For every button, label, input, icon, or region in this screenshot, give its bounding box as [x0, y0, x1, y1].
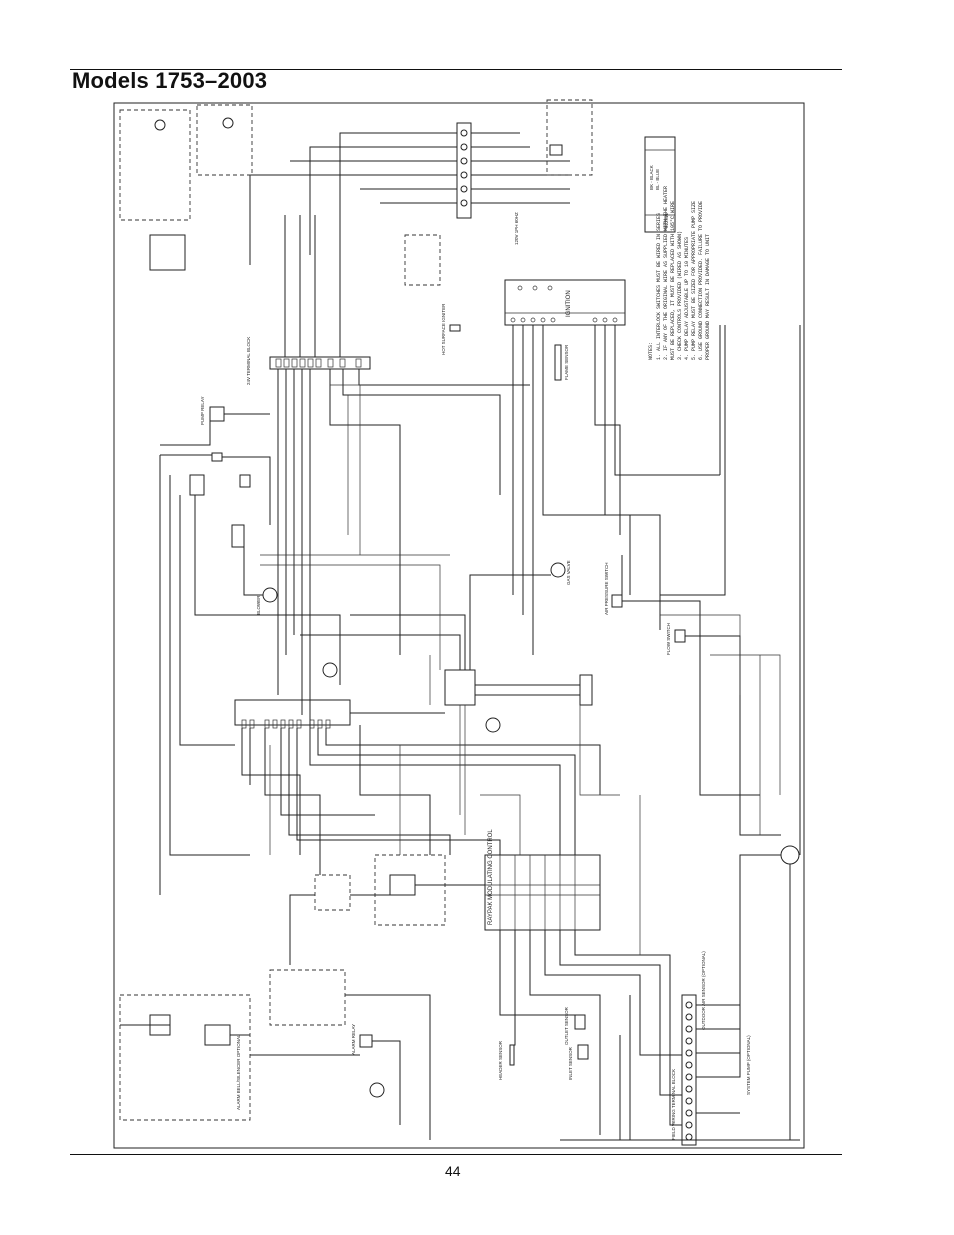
- inlet-sensor: [577, 1044, 589, 1060]
- alarm-bell-label: ALARM BELL/SILENCER OPTIONAL: [236, 1034, 241, 1110]
- modulating-control-label: RAYPAK MODULATING CONTROL: [488, 829, 494, 925]
- optional-box-middle: [374, 854, 446, 926]
- part-number: 012998: [664, 212, 669, 228]
- note-1: 1. ALL INTERLOCK SWITCHES MUST BE WIRED …: [656, 213, 662, 360]
- bottom-rule: [70, 1154, 842, 1155]
- main-control-board: [234, 699, 351, 729]
- ignition-label: IGNITION: [566, 290, 572, 317]
- flow-switch-label: FLOW SWITCH: [666, 623, 671, 655]
- blower-connector: [231, 524, 245, 548]
- header-sensor-label: HEADER SENSOR: [498, 1040, 503, 1080]
- modulating-control: [484, 854, 601, 931]
- note-6: 5. PUMP RELAY MUST BE SIZED FOR APPROPRI…: [691, 201, 697, 360]
- power-terminal-block: [249, 122, 570, 265]
- blower-motor: [262, 587, 278, 603]
- power-in-label: 120V 1PH 60HZ: [514, 212, 519, 245]
- page-title: Models 1753–2003: [72, 68, 268, 93]
- alarm-silencer: [204, 1024, 231, 1046]
- relay-middle: [389, 874, 416, 896]
- small-table: [149, 234, 186, 271]
- legend-line-1: BK - BLACK: [649, 165, 654, 190]
- connector-block: [189, 474, 205, 496]
- transformer-icon: [154, 119, 166, 131]
- fuse: [239, 474, 251, 488]
- central-junction: [444, 669, 476, 706]
- upper-terminal-block: [269, 356, 371, 370]
- alarm-contacts-box: [269, 969, 346, 1026]
- wiring-traces: [120, 215, 801, 1141]
- legend-line-2: BL - BLUE: [655, 169, 660, 190]
- alarm-relay-label: ALARM RELAY: [351, 1024, 356, 1055]
- control-enclosure: [546, 99, 593, 176]
- header-sensor: [509, 1044, 515, 1066]
- note-8: PROPER GROUND MAY RESULT IN DAMAGE TO UN…: [705, 234, 711, 360]
- system-pump-circle: [780, 845, 800, 865]
- flame-sensor: [554, 344, 562, 381]
- gas-valve-label: GAS VALVE: [566, 560, 571, 585]
- note-2: 2. IF ANY OF THE ORIGINAL WIRE AS SUPPLI…: [663, 186, 669, 360]
- field-wiring-label: FIELD WIRING TERMINAL BLOCK: [671, 1069, 676, 1140]
- note-4: 3. CHECK CONTROLS PROVIDED (WIRED AS SHO…: [677, 231, 683, 360]
- hot-surface-igniter: [449, 324, 461, 332]
- terminal-24v-2: [579, 674, 593, 706]
- alarm-bell-circle: [369, 1082, 385, 1098]
- air-pressure-switch: [611, 594, 623, 608]
- alarm-bell-box: [119, 994, 251, 1121]
- ignition-module: [504, 279, 626, 326]
- pump-relay-label: PUMP RELAY: [200, 396, 205, 425]
- page-number: 44: [445, 1163, 461, 1179]
- air-pressure-label: AIR PRESSURE SWITCH: [604, 562, 609, 615]
- top-rule: [70, 69, 842, 70]
- switch-1: [211, 452, 223, 462]
- notes-block: NOTES: 1. ALL INTERLOCK SWITCHES MUST BE…: [648, 186, 711, 360]
- option-box-2: [196, 104, 253, 176]
- option-box-1: [119, 109, 191, 221]
- diagram-frame: [113, 102, 805, 1149]
- blower-label: BLOWER: [256, 595, 261, 615]
- relay-enclosure: [404, 234, 441, 286]
- terminal-block-label: 24V TERMINAL BLOCK: [246, 337, 251, 385]
- flame-sensor-label: FLAME SENSOR: [564, 344, 569, 380]
- inlet-sensor-label: INLET SENSOR: [568, 1046, 573, 1080]
- gas-valve-circle: [550, 562, 566, 578]
- sensor-circle-1: [322, 662, 338, 678]
- pump-relay: [209, 406, 225, 422]
- outlet-sensor-label: OUTLET SENSOR: [564, 1006, 569, 1045]
- revision: A: [664, 214, 669, 217]
- wiring-traces-light: [260, 384, 781, 955]
- optional-relay-box: [314, 874, 351, 911]
- outlet-sensor: [574, 1014, 586, 1030]
- alarm-relay: [359, 1034, 373, 1048]
- notes-heading: NOTES:: [648, 342, 654, 360]
- note-7: 6. USE GROUND CONNECTION PROVIDED. FAILU…: [698, 201, 704, 360]
- transformer-icon-2: [222, 117, 234, 129]
- outdoor-air-label: OUTDOOR AIR SENSOR (OPTIONAL): [701, 951, 706, 1030]
- system-pump-label: SYSTEM PUMP (OPTIONAL): [746, 1035, 751, 1095]
- wiring-diagram: 120V 1PH 60HZ 012998 A BK - BLACK BL - B…: [113, 99, 805, 1149]
- flow-switch: [674, 629, 686, 643]
- note-5: 4. PUMP DELAY ADJUSTABLE UP TO 10 MINUTE…: [684, 237, 690, 360]
- note-3: MUST BE REPLACED, IT MUST BE REPLACED WI…: [670, 201, 676, 360]
- igniter-label: HOT SURFACE IGNITER: [441, 303, 446, 355]
- field-wiring-block: [681, 994, 697, 1146]
- sensor-circle-2: [485, 717, 501, 733]
- legend-block: [644, 136, 676, 233]
